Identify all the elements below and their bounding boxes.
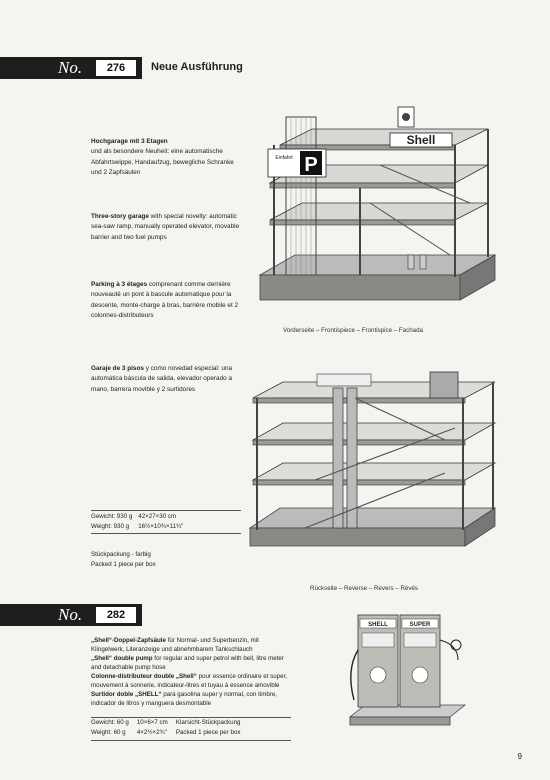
no-label: No. <box>58 605 83 624</box>
no-label: No. <box>58 58 83 77</box>
packing-info: Stückpackung - farbig Packed 1 piece per… <box>91 550 156 570</box>
description-es: Surtidor doble „SHELL“ para gasolina sup… <box>91 690 291 708</box>
spec-rule-bottom <box>91 533 241 534</box>
item-number-bar-282: No. 282 <box>0 604 142 626</box>
spec-table-282: Gewicht: 60 g 10×6×7 cm Klarsicht-Stückp… <box>91 718 248 738</box>
spec-value: 16½×10¾×11¾" <box>138 522 184 530</box>
pack-de: Stückpackung - farbig <box>91 551 151 558</box>
spec-label: Gewicht: 930 g <box>91 513 133 520</box>
caption-front: Vorderseite – Frontispiece – Frontispice… <box>283 327 423 334</box>
item-number-bar-276: No. 276 <box>0 57 142 79</box>
item-number: 276 <box>96 60 136 76</box>
title-es: Garaje de 3 pisos <box>91 365 144 372</box>
page-number: 9 <box>517 752 522 761</box>
spec-pack: Klarsicht-Stückpackung <box>175 719 241 726</box>
spec-table-276: Gewicht: 930 g 42×27×30 cm Weight: 930 g… <box>91 512 189 531</box>
spec-value: 4×2½×2¾" <box>136 729 167 736</box>
pump-left-label: SHELL <box>368 622 388 628</box>
spec-pack: Packed 1 piece per box <box>175 729 241 736</box>
text-en: with special novelty: automatic sea-saw … <box>91 213 240 241</box>
spec-row: Gewicht: 930 g 42×27×30 cm <box>91 512 189 522</box>
shell-sign-text: Shell <box>407 133 436 147</box>
title-en: „Shell“ double pump <box>91 655 153 662</box>
garage-front-illustration: P Einfahrt Shell <box>258 106 497 301</box>
title-de: „Shell“-Doppel-Zapfsäule <box>91 637 166 644</box>
pump-right-label: SUPER <box>410 622 431 628</box>
pack-en: Packed 1 piece per box <box>91 561 156 568</box>
description-282: „Shell“-Doppel-Zapfsäule für Normal- und… <box>91 636 291 708</box>
text-fr: pour essence ordinaire et super, mouveme… <box>91 673 288 689</box>
description-fr: Parking à 3 étages comprenant comme dern… <box>91 280 241 322</box>
title-de: Hochgarage mit 3 Etagen <box>91 138 168 145</box>
description-de: Hochgarage mit 3 Etagen und als besonder… <box>91 137 241 179</box>
section-heading: Neue Ausführung <box>151 61 243 73</box>
text-de: für Normal- und Superbenzin, mit Klingel… <box>91 637 259 653</box>
garage-back-illustration <box>248 371 497 547</box>
spec-rule-top <box>91 717 291 718</box>
title-es: Surtidor doble „SHELL“ <box>91 691 162 698</box>
parking-sign-text: P <box>304 154 317 176</box>
text-fr: comprenant comme dernière nouveauté un p… <box>91 281 239 320</box>
spec-rule-bottom <box>91 740 291 741</box>
double-pump-illustration: SHELL SUPER <box>348 614 467 726</box>
item-number: 282 <box>96 607 136 623</box>
spec-value: 42×27×30 cm <box>138 513 177 520</box>
description-es: Garaje de 3 pisos y como novedad especia… <box>91 364 241 395</box>
caption-back: Rückseite – Reverse – Revers – Révés <box>310 585 418 592</box>
title-en: Three-story garage <box>91 213 149 220</box>
entrance-sign-text: Einfahrt <box>275 155 293 161</box>
description-en: „Shell“ double pump for regular and supe… <box>91 654 291 672</box>
text-es: y como novedad especial: una automática … <box>91 365 233 393</box>
description-de: „Shell“-Doppel-Zapfsäule für Normal- und… <box>91 636 291 654</box>
text-es: para gasolina super y normal, con timbre… <box>91 691 278 707</box>
description-fr: Colonne-distributeur double „Shell“ pour… <box>91 672 291 690</box>
text-en: for regular and super petrol with bell, … <box>91 655 284 671</box>
title-fr: Parking à 3 étages <box>91 281 148 288</box>
text-de: und als besondere Neuheit: eine automati… <box>91 148 234 177</box>
spec-row: Weight: 930 g 16½×10¾×11¾" <box>91 522 189 532</box>
spec-label: Weight: 60 g <box>91 729 126 736</box>
description-en: Three-story garage with special novelty:… <box>91 212 241 243</box>
spec-value: 10×6×7 cm <box>136 719 168 726</box>
spec-row: Weight: 60 g 4×2½×2¾" Packed 1 piece per… <box>91 728 248 738</box>
spec-row: Gewicht: 60 g 10×6×7 cm Klarsicht-Stückp… <box>91 718 248 728</box>
title-fr: Colonne-distributeur double „Shell“ <box>91 673 197 680</box>
spec-label: Gewicht: 60 g <box>91 719 129 726</box>
spec-label: Weight: 930 g <box>91 522 130 530</box>
spec-rule-top <box>91 510 241 511</box>
